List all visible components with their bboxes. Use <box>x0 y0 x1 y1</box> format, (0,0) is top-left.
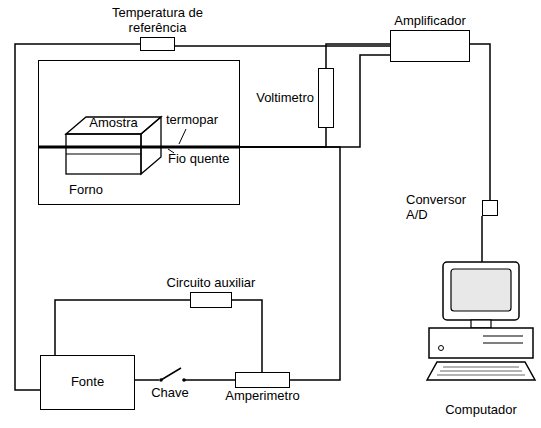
wire <box>175 45 390 47</box>
node-heading: Circuito auxiliar <box>167 276 256 291</box>
wire <box>240 147 340 380</box>
wire <box>240 55 390 147</box>
leader-line <box>179 129 186 144</box>
part-label: termopar <box>166 113 218 128</box>
ammeter-box: Amperimetro <box>235 372 290 388</box>
keyboard-row <box>440 371 522 372</box>
wire <box>232 300 262 372</box>
keyboard <box>427 362 535 380</box>
node-label: Fonte <box>41 356 134 409</box>
node-heading: Voltimetro <box>256 91 314 106</box>
monitor-stand <box>471 320 491 328</box>
node-heading: Amperimetro <box>225 389 299 404</box>
thermocouple-wire <box>38 146 240 149</box>
keyboard-row <box>437 375 525 376</box>
monitor <box>443 262 519 320</box>
cube-split-line <box>66 154 141 155</box>
wire <box>55 300 190 355</box>
power-button <box>439 346 444 351</box>
wire <box>240 128 326 147</box>
auxiliary-circuit-box: Circuito auxiliar <box>190 292 232 308</box>
sample-block: Amostra <box>61 99 161 179</box>
edge-label: Chave <box>151 386 189 401</box>
node-label: Amostra <box>61 116 166 131</box>
wire <box>481 216 483 262</box>
amplifier-box: Amplificador <box>390 30 470 62</box>
drive-slot <box>483 335 523 336</box>
sample-cube <box>61 99 161 179</box>
computer-case <box>429 328 533 358</box>
switch-contact <box>182 378 186 382</box>
reference-box: Temperatura de referência <box>140 37 175 51</box>
keyboard-row <box>443 367 519 368</box>
cube-side-face <box>141 117 161 174</box>
drive-slot <box>483 342 523 343</box>
furnace-box: Forno Amostra <box>38 60 240 205</box>
wire <box>15 44 140 390</box>
part-label: Fio quente <box>168 152 229 167</box>
cube-front-face <box>66 134 141 174</box>
switch-lever <box>161 368 181 380</box>
node-label: Forno <box>69 183 103 198</box>
power-source-box: Fonte <box>40 355 135 410</box>
switch-contact <box>159 378 163 382</box>
node-label: Computador <box>425 403 537 418</box>
computer-figure: Computador <box>425 262 537 418</box>
node-heading: Temperatura de referência <box>102 6 214 36</box>
switch-gap <box>159 375 185 385</box>
node-heading: Amplificador <box>394 14 466 29</box>
converter-box: Conversor A/D <box>482 200 498 216</box>
monitor-screen <box>451 269 511 311</box>
voltmeter-box: Voltimetro <box>318 68 334 128</box>
wire <box>326 44 390 68</box>
node-heading: Conversor A/D <box>406 193 478 223</box>
wire <box>470 44 490 200</box>
computer-drawing <box>425 262 537 418</box>
